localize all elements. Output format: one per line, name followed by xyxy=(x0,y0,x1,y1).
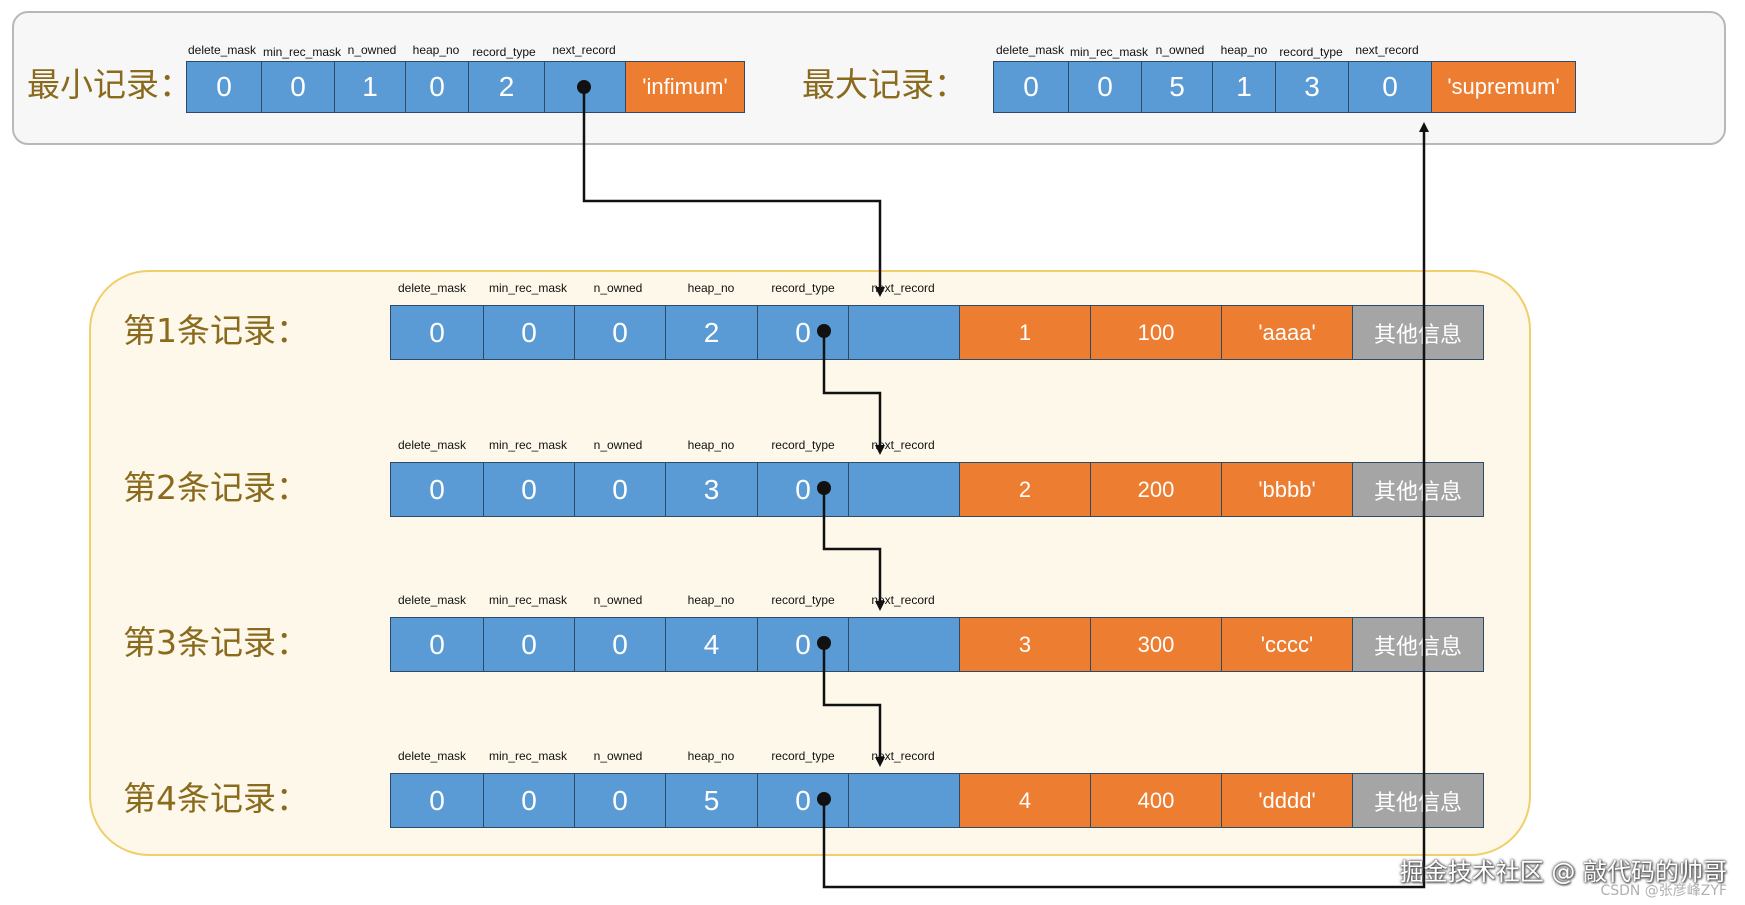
string-value-cell: 'cccc' xyxy=(1221,617,1353,672)
id-value-cell: 2 xyxy=(959,462,1091,517)
field-label-n-owned: n_owned xyxy=(593,749,643,763)
n-owned-cell: 0 xyxy=(574,305,666,360)
next-record-cell xyxy=(848,305,960,360)
min-rec-mask-cell: 0 xyxy=(261,61,335,113)
field-label-record-type: record_type xyxy=(771,281,835,295)
field-label-next-record: next_record xyxy=(1355,43,1419,57)
next-record-cell xyxy=(848,773,960,828)
field-label-min-rec-mask: min_rec_mask xyxy=(488,281,568,295)
field-label-heap-no: heap_no xyxy=(687,593,735,607)
next-record-cell: 0 xyxy=(1348,61,1432,113)
field-label-next-record: next_record xyxy=(871,593,935,607)
next-record-cell xyxy=(848,462,960,517)
min-rec-mask-cell: 0 xyxy=(483,617,575,672)
heap-no-cell: 0 xyxy=(405,61,469,113)
next-record-cell xyxy=(544,61,626,113)
field-label-record-type: record_type xyxy=(771,593,835,607)
number-value-cell: 200 xyxy=(1090,462,1222,517)
record-label: 第1条记录： xyxy=(123,311,309,350)
min-rec-mask-cell: 0 xyxy=(483,462,575,517)
n-owned-cell: 0 xyxy=(574,617,666,672)
record-type-cell: 0 xyxy=(757,462,849,517)
min-rec-mask-cell: 0 xyxy=(483,773,575,828)
field-label-heap-no: heap_no xyxy=(687,438,735,452)
heap-no-cell: 4 xyxy=(665,617,758,672)
record-label: 第2条记录： xyxy=(123,468,309,507)
field-label-heap-no: heap_no xyxy=(687,749,735,763)
other-info-cell: 其他信息 xyxy=(1352,773,1484,828)
string-value-cell: 'aaaa' xyxy=(1221,305,1353,360)
delete-mask-cell: 0 xyxy=(186,61,262,113)
heap-no-cell: 5 xyxy=(665,773,758,828)
record-label: 第4条记录： xyxy=(123,779,309,818)
field-label-next-record: next_record xyxy=(871,438,935,452)
heap-no-cell: 1 xyxy=(1212,61,1276,113)
delete-mask-cell: 0 xyxy=(993,61,1069,113)
field-label-next-record: next_record xyxy=(871,281,935,295)
number-value-cell: 100 xyxy=(1090,305,1222,360)
n-owned-cell: 0 xyxy=(574,462,666,517)
record-type-cell: 0 xyxy=(757,305,849,360)
field-label-n-owned: n_owned xyxy=(593,593,643,607)
id-value-cell: 4 xyxy=(959,773,1091,828)
field-label-record-type: record_type xyxy=(1279,45,1343,59)
field-label-delete-mask: delete_mask xyxy=(187,43,257,57)
delete-mask-cell: 0 xyxy=(390,305,484,360)
record-label: 第3条记录： xyxy=(123,623,309,662)
field-label-n-owned: n_owned xyxy=(347,43,397,57)
field-label-record-type: record_type xyxy=(472,45,536,59)
n-owned-cell: 5 xyxy=(1141,61,1213,113)
field-label-min-rec-mask: min_rec_mask xyxy=(488,438,568,452)
field-label-record-type: record_type xyxy=(771,749,835,763)
other-info-cell: 其他信息 xyxy=(1352,617,1484,672)
field-label-heap-no: heap_no xyxy=(412,43,460,57)
field-label-min-rec-mask: min_rec_mask xyxy=(1069,45,1149,59)
field-label-min-rec-mask: min_rec_mask xyxy=(262,45,342,59)
number-value-cell: 300 xyxy=(1090,617,1222,672)
field-label-delete-mask: delete_mask xyxy=(397,749,467,763)
max-record-label: 最大记录： xyxy=(802,65,967,104)
infimum-value-cell: 'infimum' xyxy=(625,61,745,113)
field-label-heap-no: heap_no xyxy=(1220,43,1268,57)
record-type-cell: 3 xyxy=(1275,61,1349,113)
id-value-cell: 1 xyxy=(959,305,1091,360)
field-label-heap-no: heap_no xyxy=(687,281,735,295)
delete-mask-cell: 0 xyxy=(390,617,484,672)
delete-mask-cell: 0 xyxy=(390,773,484,828)
field-label-record-type: record_type xyxy=(771,438,835,452)
min-record-label: 最小记录： xyxy=(27,65,192,104)
other-info-cell: 其他信息 xyxy=(1352,305,1484,360)
number-value-cell: 400 xyxy=(1090,773,1222,828)
watermark-juejin: 掘金技术社区 @ 敲代码的帅哥 xyxy=(1399,858,1727,886)
record-type-cell: 0 xyxy=(757,617,849,672)
heap-no-cell: 2 xyxy=(665,305,758,360)
n-owned-cell: 0 xyxy=(574,773,666,828)
record-type-cell: 0 xyxy=(757,773,849,828)
field-label-min-rec-mask: min_rec_mask xyxy=(488,593,568,607)
min-rec-mask-cell: 0 xyxy=(483,305,575,360)
field-label-delete-mask: delete_mask xyxy=(397,438,467,452)
string-value-cell: 'bbbb' xyxy=(1221,462,1353,517)
record-type-cell: 2 xyxy=(468,61,545,113)
field-label-delete-mask: delete_mask xyxy=(397,593,467,607)
field-label-delete-mask: delete_mask xyxy=(995,43,1065,57)
field-label-n-owned: n_owned xyxy=(593,438,643,452)
field-label-min-rec-mask: min_rec_mask xyxy=(488,749,568,763)
watermark-csdn: CSDN @张彦峰ZYF xyxy=(1600,883,1727,899)
supremum-value-cell: 'supremum' xyxy=(1431,61,1576,113)
field-label-next-record: next_record xyxy=(871,749,935,763)
field-label-next-record: next_record xyxy=(552,43,616,57)
id-value-cell: 3 xyxy=(959,617,1091,672)
string-value-cell: 'dddd' xyxy=(1221,773,1353,828)
field-label-delete-mask: delete_mask xyxy=(397,281,467,295)
delete-mask-cell: 0 xyxy=(390,462,484,517)
heap-no-cell: 3 xyxy=(665,462,758,517)
min-rec-mask-cell: 0 xyxy=(1068,61,1142,113)
next-record-cell xyxy=(848,617,960,672)
field-label-n-owned: n_owned xyxy=(1155,43,1205,57)
other-info-cell: 其他信息 xyxy=(1352,462,1484,517)
field-label-n-owned: n_owned xyxy=(593,281,643,295)
n-owned-cell: 1 xyxy=(334,61,406,113)
